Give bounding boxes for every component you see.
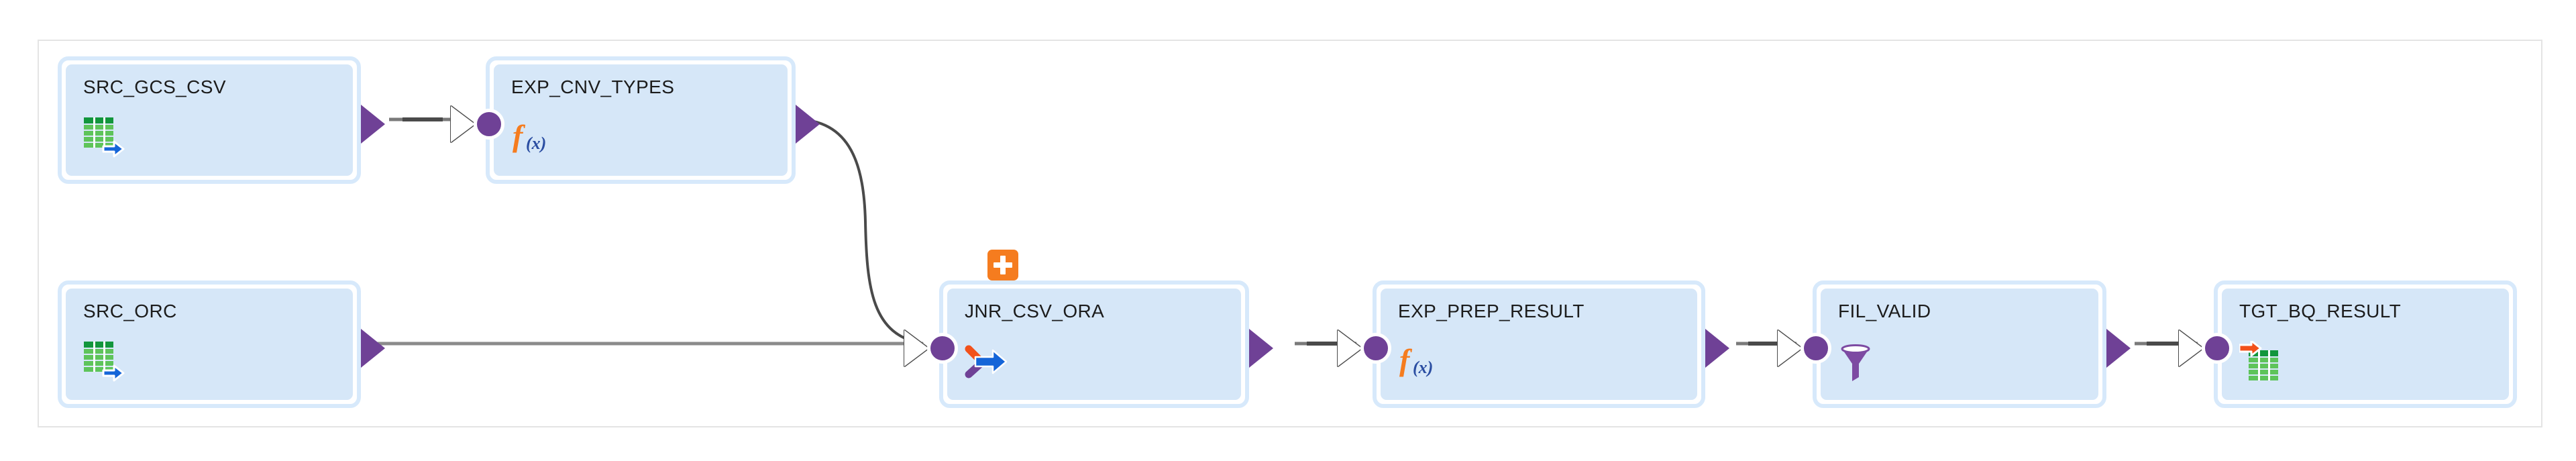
input-arrow bbox=[904, 330, 928, 366]
output-port[interactable] bbox=[2106, 329, 2131, 368]
node-title: JNR_CSV_ORA bbox=[965, 301, 1105, 321]
joiner-merge-icon bbox=[965, 341, 1009, 382]
svg-text:f: f bbox=[1399, 343, 1413, 377]
node-title: EXP_CNV_TYPES bbox=[511, 76, 675, 97]
input-arrow bbox=[1778, 330, 1802, 366]
node-body: TGT_BQ_RESULT bbox=[2222, 289, 2509, 400]
plus-badge-icon[interactable] bbox=[987, 250, 1018, 280]
node-body: SRC_GCS_CSV bbox=[66, 64, 353, 176]
input-port[interactable] bbox=[1801, 333, 1831, 364]
target-table-icon bbox=[2239, 341, 2284, 382]
svg-text:(x): (x) bbox=[1413, 358, 1433, 377]
input-arrow bbox=[451, 106, 475, 142]
output-port[interactable] bbox=[796, 105, 820, 144]
node-body: FIL_VALID bbox=[1821, 289, 2098, 400]
input-port[interactable] bbox=[474, 109, 504, 140]
svg-text:f: f bbox=[513, 119, 526, 153]
expression-fx-icon: f (x) bbox=[511, 117, 555, 158]
output-port[interactable] bbox=[1249, 329, 1273, 368]
source-table-icon bbox=[83, 117, 127, 158]
input-arrow bbox=[1338, 330, 1362, 366]
output-port[interactable] bbox=[1705, 329, 1729, 368]
node-exp-cnv-types[interactable]: EXP_CNV_TYPES f (x) bbox=[451, 56, 820, 184]
node-exp-prep-result[interactable]: EXP_PREP_RESULT f (x) bbox=[1338, 280, 1729, 408]
input-port[interactable] bbox=[2202, 333, 2233, 364]
input-port[interactable] bbox=[1360, 333, 1391, 364]
node-title: TGT_BQ_RESULT bbox=[2239, 301, 2402, 321]
input-arrow bbox=[2179, 330, 2203, 366]
source-table-icon bbox=[83, 341, 127, 382]
node-body: EXP_CNV_TYPES f (x) bbox=[494, 64, 788, 176]
node-jnr-csv-ora[interactable]: JNR_CSV_ORA bbox=[904, 250, 1273, 408]
expression-fx-icon: f (x) bbox=[1398, 341, 1442, 382]
output-port[interactable] bbox=[361, 329, 385, 368]
node-body: EXP_PREP_RESULT f (x) bbox=[1381, 289, 1697, 400]
svg-text:(x): (x) bbox=[526, 134, 546, 153]
node-tgt-bq-result[interactable]: TGT_BQ_RESULT bbox=[2179, 280, 2517, 408]
node-body: JNR_CSV_ORA bbox=[947, 289, 1241, 400]
input-port[interactable] bbox=[927, 333, 958, 364]
node-title: FIL_VALID bbox=[1838, 301, 1931, 321]
node-body: SRC_ORC bbox=[66, 289, 353, 400]
node-title: EXP_PREP_RESULT bbox=[1398, 301, 1585, 321]
mapping-canvas-panel[interactable] bbox=[38, 40, 2542, 427]
node-title: SRC_GCS_CSV bbox=[83, 76, 226, 97]
output-port[interactable] bbox=[361, 105, 385, 144]
node-src-gcs-csv[interactable]: SRC_GCS_CSV bbox=[58, 56, 385, 184]
node-src-orc[interactable]: SRC_ORC bbox=[58, 280, 385, 408]
node-title: SRC_ORC bbox=[83, 301, 177, 321]
node-fil-valid[interactable]: FIL_VALID bbox=[1778, 280, 2131, 408]
filter-funnel-icon bbox=[1838, 341, 1882, 382]
